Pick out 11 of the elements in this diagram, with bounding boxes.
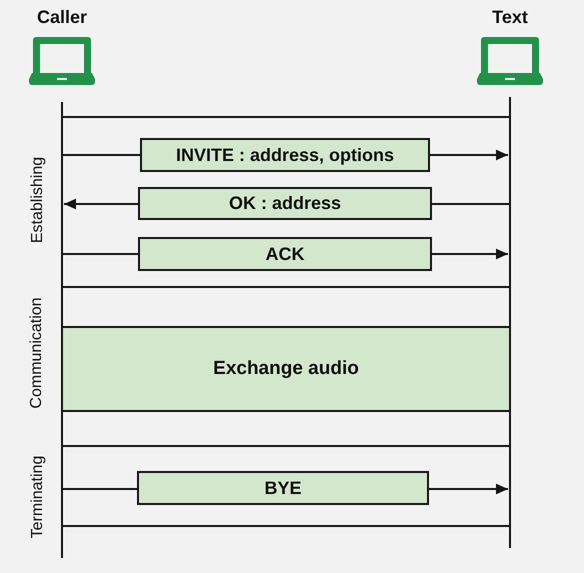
phase-label: Establishing [29, 156, 47, 244]
band-text: Exchange audio [213, 358, 359, 380]
message-label: ACK [138, 237, 432, 271]
phase-label: Terminating [29, 456, 47, 538]
participant-label: Caller [36, 6, 88, 28]
phase-label: Communication [28, 297, 46, 409]
participant-label: Text [491, 6, 529, 28]
message-label: OK : address [138, 187, 432, 220]
message-label: BYE [137, 471, 429, 505]
activity-band [63, 326, 509, 412]
message-label: INVITE : address, options [140, 138, 430, 172]
